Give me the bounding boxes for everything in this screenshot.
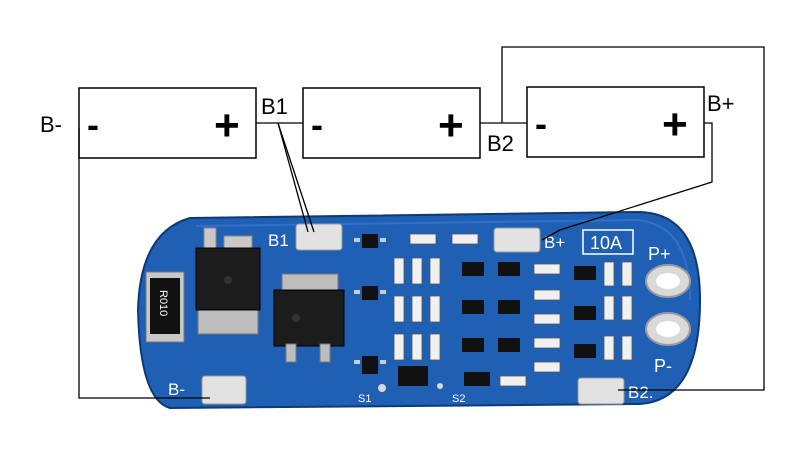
label-b2: B2 bbox=[487, 131, 514, 156]
wire-b1-pad-b bbox=[277, 122, 315, 233]
small-ic-3 bbox=[354, 356, 386, 374]
battery-cell-3: - + bbox=[526, 86, 705, 158]
silk-b2: B2. bbox=[628, 383, 654, 402]
bms-board: R010 bbox=[136, 210, 702, 410]
label-b1: B1 bbox=[261, 94, 288, 119]
battery-cell-1: - + bbox=[78, 87, 257, 159]
small-ic-5 bbox=[464, 372, 490, 386]
wire-b-plus bbox=[541, 122, 713, 241]
small-ic-1 bbox=[354, 234, 386, 248]
silk-b1: B1 bbox=[268, 231, 289, 250]
silk-b-plus: B+ bbox=[544, 233, 565, 252]
pad-b2 bbox=[577, 377, 625, 405]
label-b-minus: B- bbox=[40, 112, 62, 137]
pad-b-plus bbox=[493, 227, 541, 253]
cell-2-plus: + bbox=[438, 101, 464, 150]
cell-1-plus: + bbox=[214, 101, 240, 150]
wire-b2-top bbox=[501, 46, 765, 391]
cell-3-minus: - bbox=[535, 103, 547, 144]
pad-b-minus bbox=[201, 375, 247, 405]
resistor-label: R010 bbox=[157, 290, 169, 316]
label-b-plus: B+ bbox=[707, 91, 735, 116]
silk-rating: 10A bbox=[590, 233, 622, 253]
cell-3-plus: + bbox=[662, 100, 688, 149]
small-ic-4 bbox=[398, 366, 428, 386]
wires bbox=[78, 46, 765, 399]
silk-s1: S1 bbox=[358, 393, 371, 405]
cell-2-minus: - bbox=[311, 104, 323, 145]
ic-array bbox=[462, 262, 596, 358]
wire-b1-pad-a bbox=[277, 122, 309, 233]
silk-p-minus: P- bbox=[654, 356, 672, 376]
silk-p-plus: P+ bbox=[648, 244, 671, 264]
rating-box bbox=[582, 229, 634, 255]
mosfet-2 bbox=[273, 273, 345, 363]
silk-b-minus: B- bbox=[168, 380, 185, 399]
pad-b1 bbox=[295, 223, 343, 251]
small-ic-2 bbox=[354, 286, 386, 300]
battery-cell-2: - + bbox=[302, 87, 481, 159]
cell-1-minus: - bbox=[87, 104, 99, 145]
component-array bbox=[393, 233, 633, 387]
mosfet-1 bbox=[195, 247, 261, 335]
silk-s2: S2 bbox=[452, 393, 465, 405]
shunt-resistor bbox=[145, 271, 185, 343]
wire-b-minus bbox=[78, 128, 210, 399]
